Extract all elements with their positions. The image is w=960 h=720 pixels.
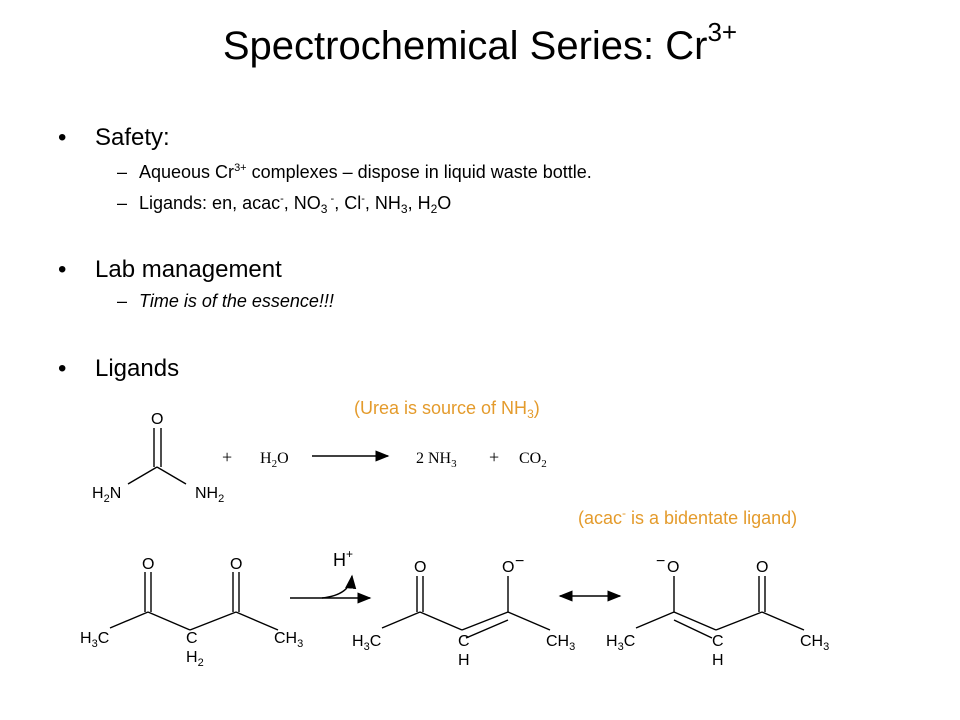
enolate2-methyl-right: CH3: [800, 633, 829, 653]
safety-item-disposal: –Aqueous Cr3+ complexes – dispose in liq…: [117, 162, 592, 182]
enolate1-oxygen-1: O: [414, 559, 426, 576]
urea-note: (Urea is source of NH3): [354, 398, 540, 421]
water-formula: H2O: [260, 450, 289, 470]
proton-release-curve: [321, 574, 357, 599]
proton-label: H+: [333, 547, 353, 570]
enolate1-negative-charge: −: [515, 553, 524, 570]
urea-structure: [127, 428, 187, 485]
enolate1-central-carbon: C: [458, 633, 470, 650]
slide-title: Spectrochemical Series: Cr3+: [222, 17, 738, 68]
bullet-safety: •Safety:: [58, 124, 170, 151]
enolate2-oxygen-1: O: [667, 559, 679, 576]
bullet-lab-management: •Lab management: [58, 256, 282, 283]
enolate2-oxygen-2: O: [756, 559, 768, 576]
acacH-methyl-right: CH3: [274, 630, 303, 650]
acacH-methyl-left: H3C: [80, 630, 109, 650]
enolate2-methyl-left: H3C: [606, 633, 635, 653]
enolate2-hydrogen: H: [712, 652, 724, 669]
enolate1-oxygen-2: O: [502, 559, 514, 576]
co2-formula: CO2: [519, 450, 547, 470]
enolate1-methyl-left: H3C: [352, 633, 381, 653]
enolate2-negative-charge: −: [656, 553, 665, 570]
acetylacetone-structure: [109, 572, 279, 631]
ammonia-formula: 2 NH3: [416, 450, 457, 470]
acacH-central-carbon: C: [186, 630, 198, 647]
acacH-oxygen-1: O: [142, 556, 154, 573]
plus-sign-1: +: [222, 447, 232, 467]
bullet-ligands: •Ligands: [58, 355, 180, 382]
enolate1-hydrogen: H: [458, 652, 470, 669]
enolate2-central-carbon: C: [712, 633, 724, 650]
acacH-oxygen-2: O: [230, 556, 242, 573]
lab-item-time: –Time is of the essence!!!: [117, 291, 334, 311]
enolate1-methyl-right: CH3: [546, 633, 575, 653]
acacH-methylene-h2: H2: [186, 649, 204, 669]
acac-note: (acac- is a bidentate ligand): [578, 506, 798, 528]
plus-sign-2: +: [489, 447, 499, 467]
enolate-2-structure: [635, 576, 805, 639]
safety-item-ligands: –Ligands: en, acac-, NO3 -, Cl-, NH3, H2…: [117, 193, 452, 216]
urea-h2n-label: H2N: [92, 485, 121, 505]
urea-oxygen: O: [151, 411, 163, 428]
urea-nh2-label: NH2: [195, 485, 224, 505]
enolate-1-structure: [381, 576, 551, 639]
